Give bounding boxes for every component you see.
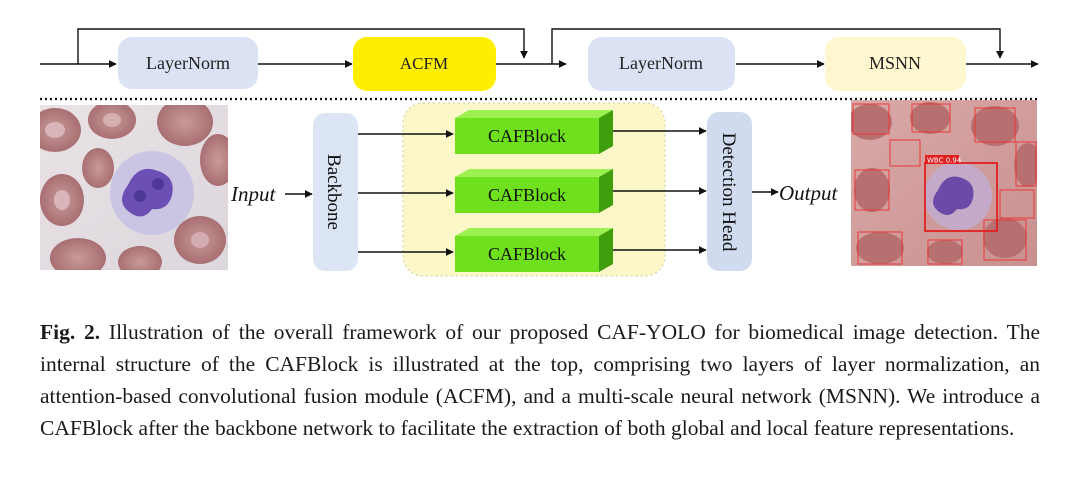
msnn-label: MSNN bbox=[869, 53, 921, 73]
output-image bbox=[851, 100, 1037, 266]
input-label: Input bbox=[230, 182, 276, 206]
detection-boxes bbox=[852, 103, 1037, 265]
backbone-label: Backbone bbox=[323, 154, 344, 230]
cafblock-internal-structure bbox=[40, 28, 1039, 68]
backbone-to-cafblock-arrows bbox=[358, 130, 454, 256]
cafblock-label-2: CAFBlock bbox=[488, 185, 566, 205]
cafblock-label-3: CAFBlock bbox=[488, 244, 566, 264]
caption-text: Illustration of the overall framework of… bbox=[40, 320, 1040, 440]
layernorm-label-1: LayerNorm bbox=[146, 53, 230, 73]
msnn-box: MSNN bbox=[825, 37, 966, 91]
wbc-detection-text: WBC 0.94 bbox=[927, 157, 962, 165]
figure-caption: Fig. 2. Illustration of the overall fram… bbox=[40, 316, 1040, 444]
cafblock-2: CAFBlock bbox=[455, 169, 613, 213]
acfm-box: ACFM bbox=[353, 37, 496, 91]
layernorm-box-2: LayerNorm bbox=[588, 37, 735, 91]
acfm-label: ACFM bbox=[400, 54, 448, 73]
output-label: Output bbox=[779, 181, 839, 205]
detection-head-box: Detection Head bbox=[707, 112, 752, 271]
detection-head-label: Detection Head bbox=[718, 133, 739, 252]
cafblock-3: CAFBlock bbox=[455, 228, 613, 272]
input-image bbox=[40, 105, 228, 270]
framework-diagram: LayerNorm ACFM LayerNorm MSNN Inp bbox=[40, 28, 1040, 277]
layernorm-label-2: LayerNorm bbox=[619, 53, 703, 73]
cafblock-1: CAFBlock bbox=[455, 110, 613, 154]
caption-label: Fig. 2. bbox=[40, 320, 101, 344]
cafblock-to-head-arrows bbox=[613, 127, 707, 254]
cafblock-label-1: CAFBlock bbox=[488, 126, 566, 146]
wbc-detection-box bbox=[924, 162, 998, 232]
wbc-detection-tag bbox=[925, 155, 959, 164]
backbone-box: Backbone bbox=[313, 113, 358, 271]
layernorm-box-1: LayerNorm bbox=[118, 37, 258, 89]
